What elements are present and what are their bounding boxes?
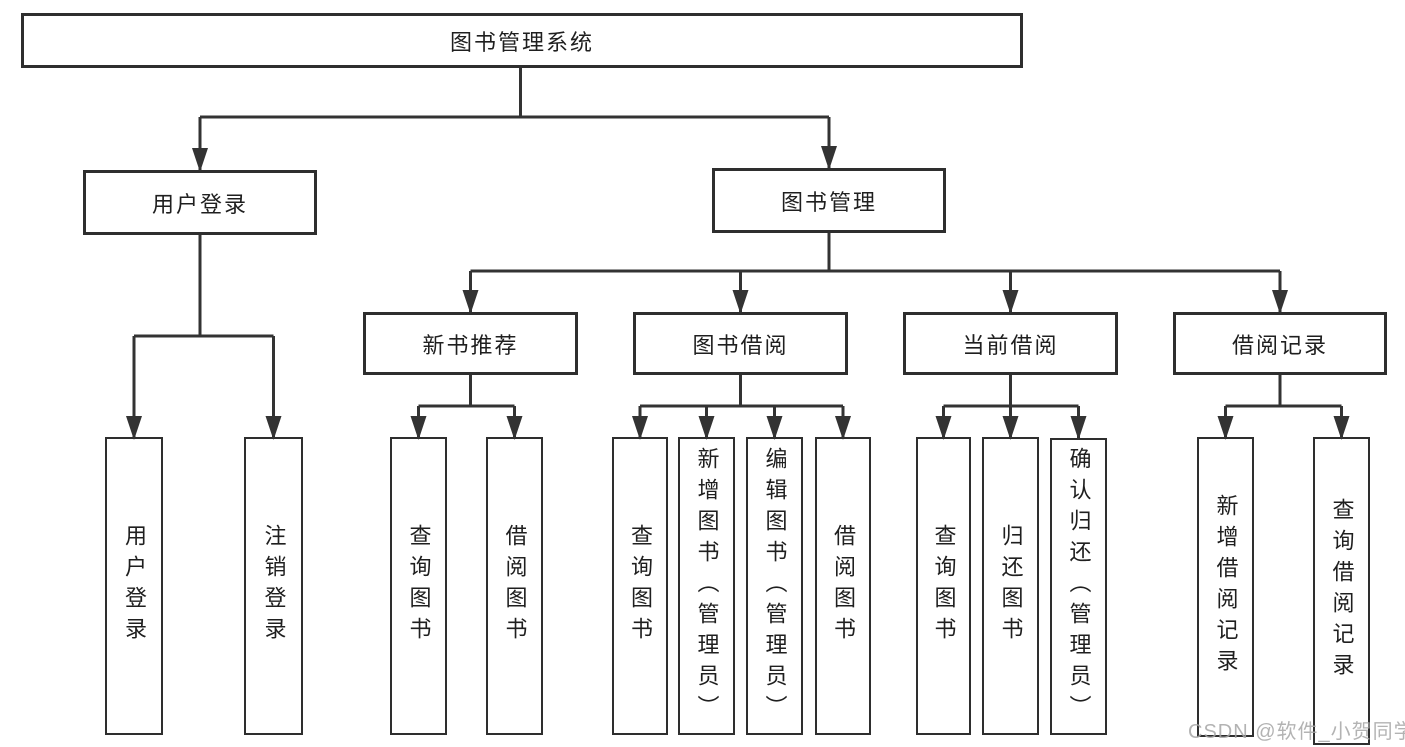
connector-current-to-leaves	[942, 375, 1080, 438]
leaf-query-books-current: 查询图书	[916, 437, 971, 735]
leaf-label: 注销登录	[261, 524, 287, 648]
leaf-add-book-admin: 新增图书（管理员）	[678, 437, 735, 735]
leaf-label: 确认归还（管理员）	[1066, 447, 1092, 726]
leaf-add-borrow-record: 新增借阅记录	[1197, 437, 1254, 737]
leaf-label: 借阅图书	[831, 524, 856, 648]
leaf-logout: 注销登录	[244, 437, 303, 735]
leaf-query-books-borrow: 查询图书	[612, 437, 668, 735]
leaf-query-borrow-record: 查询借阅记录	[1313, 437, 1370, 745]
leaf-label: 新增借阅记录	[1213, 494, 1239, 680]
node-book-borrowing: 图书借阅	[633, 312, 848, 375]
connector-records-to-leaves	[1224, 375, 1343, 438]
connector-recommend-to-leaves	[417, 375, 516, 438]
node-borrowing-records: 借阅记录	[1173, 312, 1387, 375]
node-new-book-recommend: 新书推荐	[363, 312, 578, 375]
leaf-label: 查询借阅记录	[1329, 498, 1355, 684]
node-label: 图书管理	[780, 189, 877, 215]
connector-userlogin-to-leaves	[132, 235, 275, 438]
leaf-borrow-books-borrow: 借阅图书	[815, 437, 871, 735]
leaf-label: 查询图书	[628, 524, 653, 648]
leaf-query-books-recommend: 查询图书	[390, 437, 447, 735]
leaf-return-books: 归还图书	[982, 437, 1039, 735]
leaf-label: 查询图书	[406, 524, 432, 648]
node-label: 图书管理系统	[449, 29, 594, 55]
leaf-user-login: 用户登录	[105, 437, 163, 735]
leaf-label: 新增图书（管理员）	[694, 446, 720, 726]
leaf-edit-book-admin: 编辑图书（管理员）	[746, 437, 803, 735]
leaf-label: 用户登录	[122, 524, 147, 648]
connector-borrow-to-leaves	[638, 375, 845, 438]
leaf-label: 借阅图书	[502, 524, 528, 648]
leaf-borrow-books-recommend: 借阅图书	[486, 437, 543, 735]
leaf-label: 查询图书	[931, 524, 957, 648]
leaf-label: 归还图书	[998, 524, 1024, 648]
connector-root-to-branches	[198, 68, 831, 170]
node-current-borrowing: 当前借阅	[903, 312, 1118, 375]
connector-bookmgmt-to-modules	[469, 233, 1282, 312]
leaf-confirm-return-admin: 确认归还（管理员）	[1050, 438, 1107, 735]
node-root-system: 图书管理系统	[21, 13, 1023, 68]
node-user-login-branch: 用户登录	[83, 170, 317, 235]
node-label: 新书推荐	[422, 332, 519, 358]
node-book-management-branch: 图书管理	[712, 168, 946, 233]
node-label: 图书借阅	[692, 332, 789, 358]
node-label: 借阅记录	[1231, 332, 1328, 358]
leaf-label: 编辑图书（管理员）	[762, 446, 788, 726]
node-label: 当前借阅	[962, 332, 1059, 358]
node-label: 用户登录	[151, 191, 248, 217]
